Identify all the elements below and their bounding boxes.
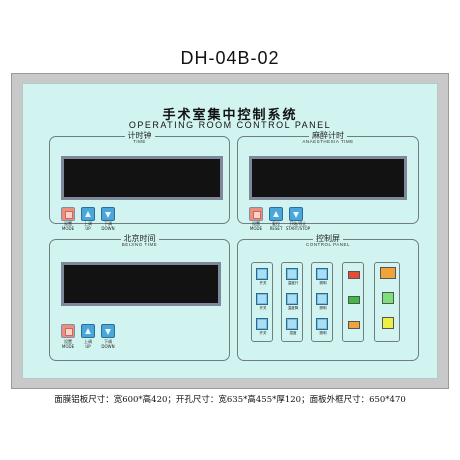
control-switch-button[interactable] [256, 318, 268, 330]
beijing-title-en: BEIJING TIME [118, 242, 161, 247]
arrow-down-icon [105, 212, 111, 218]
control-section: 控制屏 CONTROL PANEL 开关 开关 开关 温度升 温度降 湿度 [237, 234, 419, 361]
control-switch-button[interactable] [256, 268, 268, 280]
control-label: 开关 [259, 331, 267, 335]
status-indicator-orange [348, 321, 360, 329]
beijing-display [61, 262, 221, 306]
control-label: 温度降 [287, 306, 299, 310]
action-button-green[interactable] [382, 292, 394, 304]
timer-title-en: TIME [130, 139, 149, 144]
control-panel: 手术室集中控制系统 OPERATING ROOM CONTROL PANEL 计… [22, 83, 438, 379]
action-button-yellow[interactable] [382, 317, 394, 329]
control-label: 开关 [259, 281, 267, 285]
lighting-button[interactable] [316, 293, 328, 305]
arrow-up-icon [85, 211, 91, 217]
dimension-specs: 面膜铝板尺寸：宽600*高420；开孔尺寸：宽635*高455*厚120；面板外… [54, 395, 406, 405]
panel-title-en: OPERATING ROOM CONTROL PANEL [128, 120, 332, 130]
anesthesia-start-stop-button[interactable] [289, 207, 303, 221]
arrow-down-icon [105, 329, 111, 335]
anesthesia-mode-button[interactable] [249, 207, 263, 221]
beijing-up-button[interactable] [81, 324, 95, 338]
control-switch-button[interactable] [256, 293, 268, 305]
status-indicator-green [348, 296, 360, 304]
control-title-en: CONTROL PANEL [302, 242, 353, 247]
control-label: 温度升 [287, 281, 299, 285]
anesthesia-title-en: ANAESTHESIA TIME [299, 139, 357, 144]
status-indicator-red [348, 271, 360, 279]
panel-title-cn: 手术室集中控制系统 [162, 108, 298, 123]
timer-mode-button[interactable] [61, 207, 75, 221]
beijing-mode-button[interactable] [61, 324, 75, 338]
lighting-button[interactable] [316, 318, 328, 330]
timer-up-button[interactable] [81, 207, 95, 221]
arrow-up-icon [273, 211, 279, 217]
control-label: 照明 [319, 281, 327, 285]
arrow-down-icon [293, 212, 299, 218]
panel-frame: 手术室集中控制系统 OPERATING ROOM CONTROL PANEL 计… [11, 73, 449, 389]
humidity-button[interactable] [286, 318, 298, 330]
control-label: 照明 [319, 306, 327, 310]
lighting-button[interactable] [316, 268, 328, 280]
action-button-orange[interactable] [380, 267, 396, 279]
arrow-up-icon [85, 328, 91, 334]
control-label: 开关 [259, 306, 267, 310]
beijing-title-cn: 北京时间 [120, 234, 159, 243]
control-label: 照明 [319, 331, 327, 335]
status-column [342, 262, 364, 342]
beijing-down-button[interactable] [101, 324, 115, 338]
timer-display [61, 156, 223, 200]
control-label: 湿度 [289, 331, 297, 335]
temperature-down-button[interactable] [286, 293, 298, 305]
model-number: DH-04B-02 [180, 48, 280, 68]
anesthesia-display [249, 156, 407, 200]
timer-down-button[interactable] [101, 207, 115, 221]
timer-title-cn: 计时钟 [124, 131, 155, 140]
temperature-up-button[interactable] [286, 268, 298, 280]
anesthesia-title-cn: 麻醉计时 [309, 131, 347, 140]
anesthesia-reset-button[interactable] [269, 207, 283, 221]
action-column [374, 262, 400, 342]
control-column-1: 开关 开关 开关 [251, 262, 273, 342]
control-title-cn: 控制屏 [313, 234, 343, 243]
control-column-2: 温度升 温度降 湿度 [281, 262, 303, 342]
control-column-3: 照明 照明 照明 [311, 262, 333, 342]
